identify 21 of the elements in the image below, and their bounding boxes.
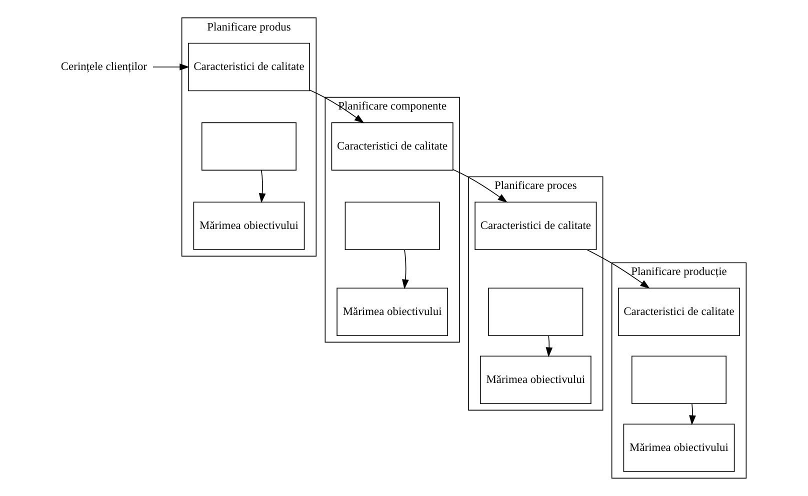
arrow — [546, 336, 553, 358]
node-box: Mărimea obiectivului — [193, 202, 305, 250]
arrow — [586, 249, 650, 289]
node-box — [344, 202, 440, 250]
node-box: Caracteristici de calitate — [188, 42, 310, 92]
node-box — [632, 356, 727, 404]
node-text: Cerințele clienților — [60, 61, 148, 74]
node-box: Mărimea obiectivului — [336, 288, 448, 336]
arrow — [258, 170, 266, 204]
node-box: Mărimea obiectivului — [623, 424, 735, 472]
node-box: Caracteristici de calitate — [331, 122, 454, 171]
arrow — [689, 403, 696, 426]
node-box: Caracteristici de calitate — [618, 288, 740, 336]
arrow — [152, 64, 190, 70]
arrow — [402, 249, 409, 290]
node-box — [201, 122, 296, 171]
node-box — [488, 288, 584, 336]
arrow — [452, 169, 508, 203]
arrow — [309, 90, 364, 124]
node-box: Caracteristici de calitate — [474, 202, 597, 250]
node-box: Mărimea obiectivului — [480, 356, 592, 404]
